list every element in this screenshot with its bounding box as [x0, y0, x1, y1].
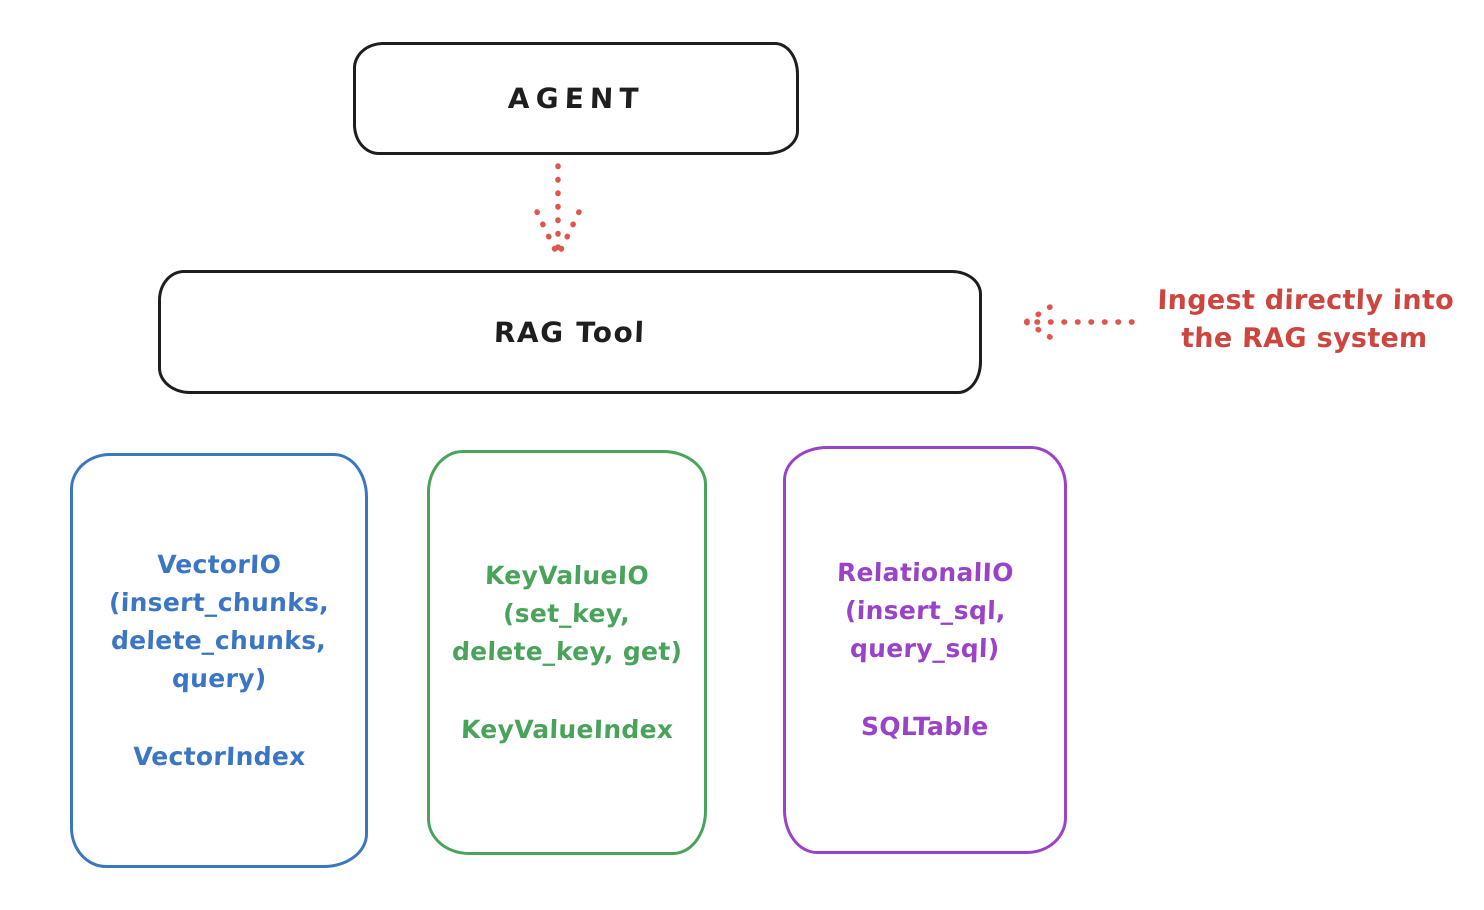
backend-keyvalue-index-label: KeyValueIndex: [460, 714, 674, 744]
annotation-text: Ingest directly into the RAG system: [1139, 282, 1472, 358]
agent-node-label: AGENT: [507, 82, 645, 115]
backend-relational-methods-line: (insert_sql,: [844, 596, 1006, 625]
agent-to-ragtool-arrow-icon: [534, 163, 582, 259]
backend-vector-methods-line: delete_chunks,: [110, 625, 328, 655]
annotation-line-1: Ingest directly into: [1156, 285, 1455, 316]
backend-keyvalue-methods-line: delete_key, get): [451, 636, 683, 666]
backend-relational-methods-line: query_sql): [849, 634, 1001, 663]
backend-relational-title: RelationalIO: [836, 558, 1014, 587]
backend-node-keyvalue-io: KeyValueIO (set_key, delete_key, get) Ke…: [427, 450, 707, 855]
backend-vector-methods-line: (insert_chunks,: [108, 587, 330, 617]
agent-node: AGENT: [353, 42, 799, 155]
backend-node-relational-io: RelationalIO (insert_sql, query_sql) SQL…: [783, 446, 1067, 854]
annotation-line-2: the RAG system: [1180, 323, 1429, 354]
backend-relational-index-label: SQLTable: [860, 712, 990, 741]
backend-vector-title: VectorIO: [156, 549, 282, 579]
backend-vector-methods-line: query): [171, 663, 267, 693]
backend-node-vector-io: VectorIO (insert_chunks, delete_chunks, …: [70, 453, 368, 868]
backend-vector-index-label: VectorIndex: [132, 741, 306, 771]
annotation-arrow-icon: [1023, 304, 1135, 340]
backend-keyvalue-title: KeyValueIO: [484, 560, 650, 590]
rag-tool-node: RAG Tool: [158, 270, 982, 394]
backend-keyvalue-methods-line: (set_key,: [502, 598, 632, 628]
rag-tool-node-label: RAG Tool: [493, 315, 647, 349]
